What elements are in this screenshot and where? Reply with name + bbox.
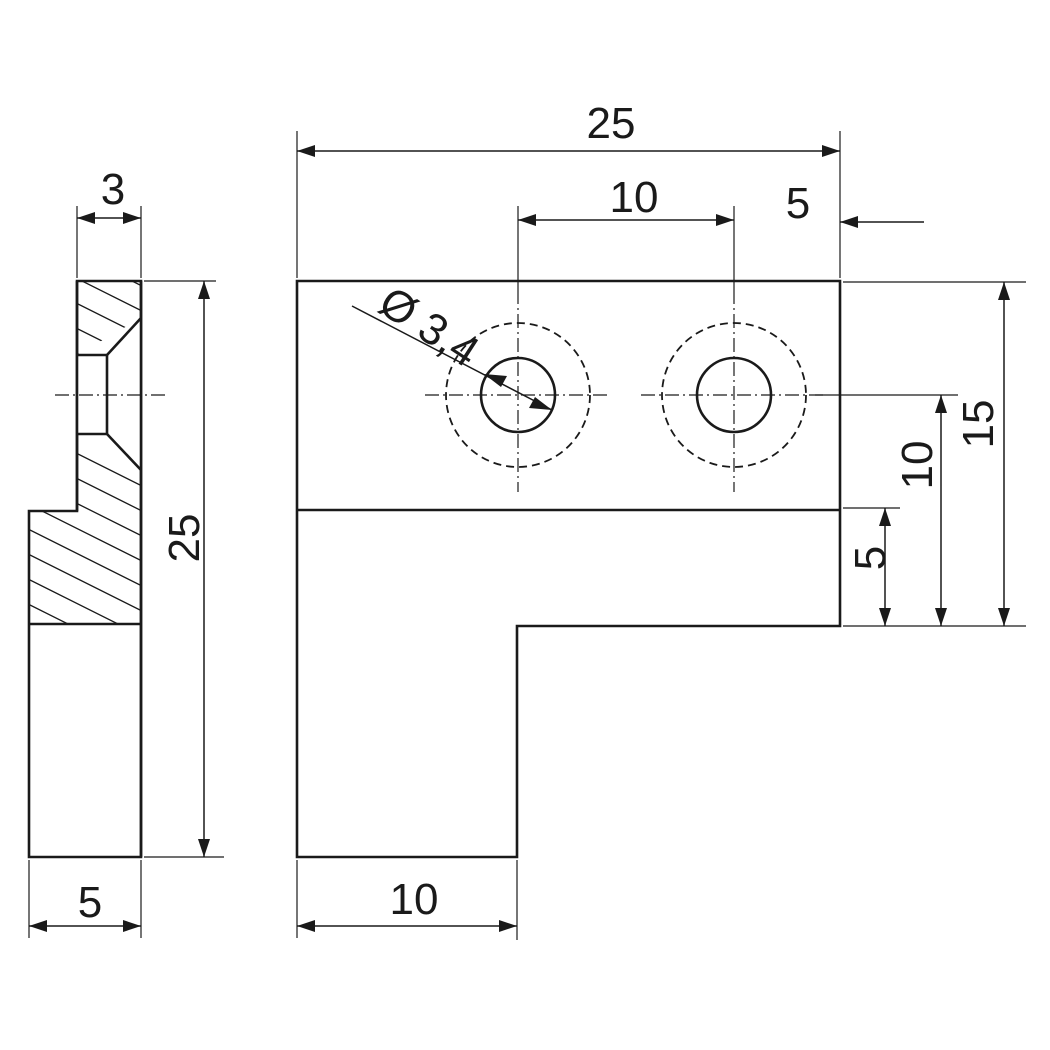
dim-side-bottom-width-label: 5 (78, 878, 102, 927)
dim-total-width: 25 (296, 99, 841, 278)
countersink-edges (75, 281, 143, 857)
dim-side-height-label: 25 (160, 514, 209, 563)
dim-right-15-label: 15 (954, 400, 1003, 449)
dim-right-10: 10 (893, 395, 947, 626)
hole-right (641, 290, 826, 492)
dim-right-offset-label: 5 (786, 179, 810, 228)
dim-side-top-width: 3 (76, 165, 142, 278)
dim-side-bottom-width: 5 (28, 860, 142, 938)
dim-total-width-label: 25 (587, 99, 636, 148)
dim-leg-width-label: 10 (390, 875, 439, 924)
dim-leg-width: 10 (296, 860, 518, 940)
dim-right-5-label: 5 (846, 546, 895, 570)
dim-right-offset: 5 (786, 179, 924, 228)
dim-side-height: 25 (144, 280, 224, 858)
dim-hole-spacing: 10 (518, 173, 734, 226)
dim-right-10-label: 10 (893, 441, 942, 490)
front-view-outline (295, 279, 842, 859)
front-view: Ø 3,4 25 10 5 (295, 99, 1026, 940)
hole-left (425, 290, 610, 492)
dim-hole-spacing-label: 10 (610, 173, 659, 222)
dim-right-15: 15 (954, 282, 1010, 626)
dim-right-5: 5 (846, 508, 895, 626)
side-view: 3 25 5 (27, 165, 224, 938)
dim-side-top-width-label: 3 (101, 165, 125, 214)
